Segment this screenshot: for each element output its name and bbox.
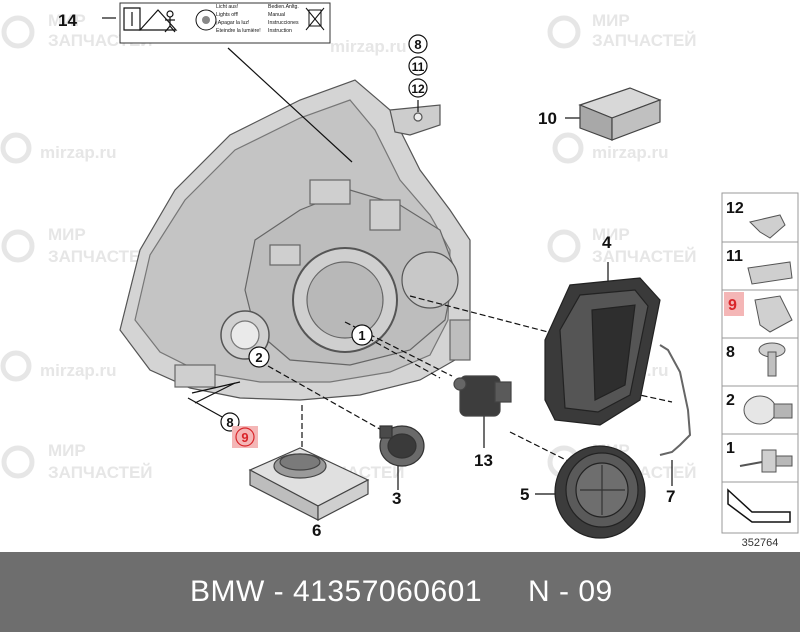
callout-3: 3 <box>392 489 401 508</box>
svg-text:2: 2 <box>255 350 262 365</box>
top-bracket <box>389 104 441 136</box>
position-number: N - 09 <box>528 575 613 608</box>
svg-text:11: 11 <box>412 60 425 74</box>
ballast-6 <box>248 447 370 521</box>
warning-text: Bedien.Anltg. <box>268 4 299 10</box>
watermark-brand: МИР <box>592 11 630 30</box>
watermark-brand: ЗАПЧАСТЕЙ <box>592 31 697 50</box>
parts-diagram: МИР ЗАПЧАСТЕЙ МИР ЗАПЧАСТЕЙ МИР ЗАПЧАСТЕ… <box>0 2 799 549</box>
callout-14: 14 <box>58 11 77 30</box>
callout-12-top: 12 <box>408 78 428 98</box>
legend-item-9: 9 <box>724 292 793 333</box>
warning-pictogram <box>123 7 178 33</box>
callout-1: 1 <box>351 324 373 346</box>
watermark-brand: ЗАПЧАСТЕЙ <box>48 463 153 482</box>
legend-panel: 12 11 9 8 2 1 352 <box>721 192 799 549</box>
actuator-13 <box>453 375 512 417</box>
footer-bar: BMW - 41357060601 N - 09 <box>0 552 800 632</box>
cover-4 <box>544 277 661 426</box>
callouts: 14 8 11 12 10 1 2 8 9 <box>58 11 675 540</box>
clip-7 <box>659 344 692 456</box>
callout-11-top: 11 <box>408 56 428 76</box>
svg-text:11: 11 <box>726 248 743 265</box>
warning-text: Lights off! <box>216 12 238 18</box>
svg-text:2: 2 <box>726 392 735 409</box>
warning-text: Licht aus! <box>216 4 238 10</box>
diagram-number: 352764 <box>742 537 779 549</box>
warning-text: ¡Apagar la luz! <box>216 20 249 26</box>
watermark-brand: ЗАПЧАСТЕЙ <box>48 247 153 266</box>
svg-text:9: 9 <box>241 430 248 445</box>
callout-2: 2 <box>248 346 270 368</box>
svg-text:8: 8 <box>726 344 735 361</box>
callout-9-left: 9 <box>232 426 258 448</box>
watermark-brand: МИР <box>48 441 86 460</box>
svg-text:12: 12 <box>726 200 744 217</box>
svg-text:12: 12 <box>411 82 425 96</box>
warning-dial-icon <box>195 9 217 31</box>
watermark-site: mirzap.ru <box>40 143 117 162</box>
watermark-brand: МИР <box>48 11 86 30</box>
headlight-housing <box>119 79 471 401</box>
warning-label: Licht aus! Lights off! ¡Apagar la luz! E… <box>119 2 331 44</box>
cap-5 <box>554 445 646 539</box>
watermark-brand: МИР <box>592 225 630 244</box>
watermark-brand: ЗАПЧАСТЕЙ <box>592 247 697 266</box>
box-10 <box>578 87 662 141</box>
callout-5: 5 <box>520 485 529 504</box>
callout-10: 10 <box>538 109 557 128</box>
watermark-site: mirzap.ru <box>40 361 117 380</box>
bulb-holder-3 <box>379 425 425 467</box>
svg-text:8: 8 <box>226 415 233 430</box>
warning-text: Eteindre la lumière! <box>216 28 261 34</box>
legend-item-12: 12 <box>726 200 786 239</box>
warning-text: Instruction <box>268 28 292 34</box>
warning-text: Manual <box>268 12 285 18</box>
callout-4: 4 <box>602 233 612 252</box>
watermark-brand: МИР <box>48 225 86 244</box>
legend-item-2: 2 <box>726 392 793 425</box>
legend-item-8: 8 <box>726 342 786 377</box>
part-number: BMW - 41357060601 <box>190 575 483 608</box>
svg-text:9: 9 <box>728 297 737 314</box>
warning-text: Instrucciones <box>268 20 299 26</box>
callout-8-top: 8 <box>408 34 428 54</box>
legend-arrow-icon <box>727 488 791 523</box>
svg-text:1: 1 <box>358 328 365 343</box>
svg-text:1: 1 <box>726 440 735 457</box>
legend-item-11: 11 <box>726 248 793 285</box>
watermark-site: mirzap.ru <box>592 143 669 162</box>
callout-7: 7 <box>666 487 675 506</box>
callout-6: 6 <box>312 521 321 540</box>
recycle-bin-icon <box>305 7 325 31</box>
callout-13: 13 <box>474 451 493 470</box>
legend-item-1: 1 <box>726 440 793 473</box>
svg-text:8: 8 <box>414 37 421 52</box>
watermark-site: mirzap.ru <box>330 37 407 56</box>
